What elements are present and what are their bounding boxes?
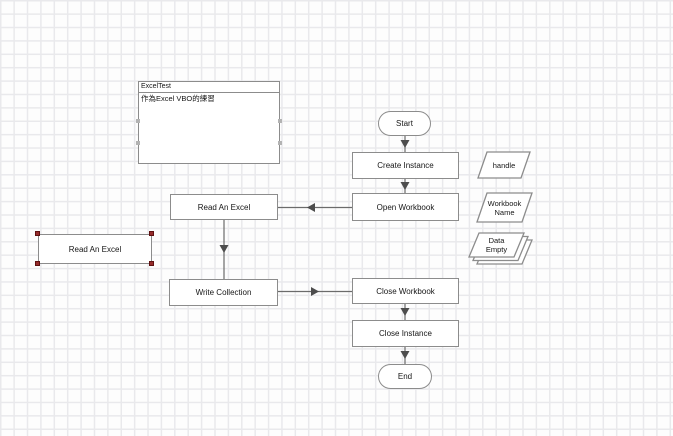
node-label: End <box>397 372 413 381</box>
node-label: Read An Excel <box>197 202 251 212</box>
arrowhead-down-icon <box>400 351 410 359</box>
resize-handle-top-right[interactable] <box>149 231 154 236</box>
node-start[interactable]: Start <box>378 111 431 136</box>
arrowhead-right-icon <box>311 287 319 296</box>
resize-handle-bottom-left[interactable] <box>35 261 40 266</box>
note-edge-handle[interactable] <box>136 119 140 123</box>
node-read-an-excel-selected[interactable]: Read An Excel <box>38 234 152 264</box>
data-label-line: Name <box>494 207 515 217</box>
node-close-instance[interactable]: Close Instance <box>352 320 459 347</box>
note-body-text: 作為Excel VBO的練習 <box>141 94 215 103</box>
data-label-line: Workbook <box>487 198 522 208</box>
node-label: Open Workbook <box>376 202 435 212</box>
data-shape-label-data-empty: Data Empty <box>469 233 524 257</box>
note-edge-handle[interactable] <box>136 141 140 145</box>
node-write-collection[interactable]: Write Collection <box>169 279 278 306</box>
resize-handle-bottom-right[interactable] <box>149 261 154 266</box>
resize-handle-top-left[interactable] <box>35 231 40 236</box>
data-label-line: handle <box>492 160 516 170</box>
node-label: Create Instance <box>377 161 434 170</box>
note-edge-handle[interactable] <box>278 119 282 123</box>
arrowhead-down-icon <box>400 140 410 148</box>
node-create-instance[interactable]: Create Instance <box>352 152 459 179</box>
node-label: Write Collection <box>195 288 252 297</box>
data-label-line: Data <box>488 236 505 245</box>
node-label: Close Workbook <box>376 286 435 296</box>
data-shape-label-handle: handle <box>480 152 528 178</box>
node-label: Start <box>396 119 413 128</box>
arrowhead-left-icon <box>307 203 315 212</box>
note-box[interactable]: ExcelTest 作為Excel VBO的練習 <box>138 81 280 164</box>
node-close-workbook[interactable]: Close Workbook <box>352 278 459 304</box>
data-label-line: Empty <box>485 245 508 254</box>
node-end[interactable]: End <box>378 364 432 389</box>
arrowhead-down-icon <box>400 308 410 316</box>
arrowhead-down-icon <box>219 245 229 253</box>
data-shape-label-workbook-name: Workbook Name <box>477 193 532 222</box>
node-open-workbook[interactable]: Open Workbook <box>352 193 459 221</box>
node-label: Close Instance <box>379 329 432 338</box>
note-title: ExcelTest <box>139 82 279 93</box>
node-read-an-excel[interactable]: Read An Excel <box>170 194 278 220</box>
node-label: Read An Excel <box>68 244 122 254</box>
arrowhead-down-icon <box>400 182 410 190</box>
note-edge-handle[interactable] <box>278 141 282 145</box>
